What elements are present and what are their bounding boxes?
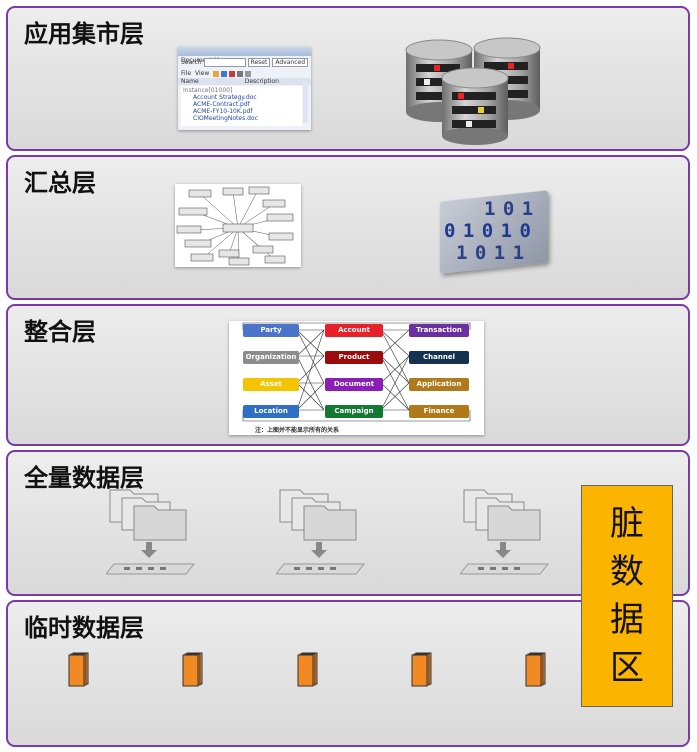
dirty-zone-char: 脏	[610, 502, 644, 546]
layer-summary: 汇总层	[6, 155, 690, 300]
entity-channel: Channel	[409, 351, 469, 364]
dirty-zone-char: 区	[610, 646, 644, 690]
model-caption: 注：上图并不能显示所有的关系	[255, 425, 339, 434]
file-stack-icon	[297, 652, 319, 688]
document-manager-list: Instance[01000] Account Strategy.doc ACM…	[181, 86, 302, 126]
toolbar-icons	[213, 71, 251, 77]
entity-finance: Finance	[409, 405, 469, 418]
layer-title: 应用集市层	[24, 14, 144, 49]
entity-party: Party	[243, 324, 299, 337]
binary-row: 0 1 0 1 0	[444, 220, 529, 242]
server-stack-icon	[276, 484, 372, 576]
file-stack-icon	[525, 652, 547, 688]
entity-location: Location	[243, 405, 299, 418]
model-column-transaction: Transaction Channel Application Finance	[409, 324, 469, 418]
entity-account: Account	[325, 324, 383, 337]
column-name: Name	[181, 78, 199, 85]
dirty-zone-char: 据	[610, 598, 644, 642]
entity-organization: Organization	[243, 351, 299, 364]
file-stack-icon	[68, 652, 90, 688]
binary-row: 1 0 1 1	[456, 242, 522, 264]
binary-cube-icon: 1 0 1 0 1 0 1 0 1 0 1 1	[436, 186, 554, 272]
hub-network-diagram	[175, 184, 301, 267]
document-manager-window: Document Manager Search Reset Advanced F…	[178, 47, 311, 130]
folder-item[interactable]: Instance[01000]	[183, 87, 300, 94]
file-stack-icon	[182, 652, 204, 688]
database-cylinder	[442, 68, 508, 145]
menu-file[interactable]: File	[181, 70, 191, 77]
column-description: Description	[245, 78, 279, 85]
entity-asset: Asset	[243, 378, 299, 391]
entity-application: Application	[409, 378, 469, 391]
file-item[interactable]: ACME-Contract.pdf	[183, 101, 300, 108]
hub-network-graphic	[175, 184, 301, 267]
server-stack-icon	[106, 484, 202, 576]
file-item[interactable]: Account Strategy.doc	[183, 94, 300, 101]
model-column-party: Party Organization Asset Location	[243, 324, 299, 418]
database-cluster-icon	[398, 36, 558, 146]
layer-title: 整合层	[24, 312, 96, 347]
entity-transaction: Transaction	[409, 324, 469, 337]
search-label: Search	[181, 59, 202, 66]
layer-title: 汇总层	[24, 163, 96, 198]
document-manager-titlebar: Document Manager	[178, 47, 311, 56]
entity-product: Product	[325, 351, 383, 364]
dirty-zone-char: 数	[610, 550, 644, 594]
integration-model-diagram: Party Organization Asset Location Accoun…	[229, 321, 484, 435]
file-item[interactable]: ACME-FY10-10K.pdf	[183, 108, 300, 115]
advanced-button[interactable]: Advanced	[272, 58, 308, 67]
menu-view[interactable]: View	[195, 70, 209, 77]
document-manager-header: Name Description	[178, 78, 311, 85]
document-manager-toolbar: File View	[178, 69, 311, 78]
binary-row: 1 0 1	[484, 198, 531, 220]
layer-app-mart: 应用集市层	[6, 6, 690, 151]
entity-campaign: Campaign	[325, 405, 383, 418]
entity-document: Document	[325, 378, 383, 391]
server-stack-icon	[460, 484, 556, 576]
file-item[interactable]: CIOMeetingNotes.doc	[183, 115, 300, 122]
scrollbar[interactable]	[303, 83, 308, 123]
dirty-data-zone: 脏 数 据 区	[581, 485, 673, 707]
reset-button[interactable]: Reset	[248, 58, 271, 67]
search-input[interactable]	[204, 58, 246, 67]
model-column-account: Account Product Document Campaign	[325, 324, 383, 418]
layer-title: 临时数据层	[24, 608, 144, 643]
file-stack-icon	[411, 652, 433, 688]
